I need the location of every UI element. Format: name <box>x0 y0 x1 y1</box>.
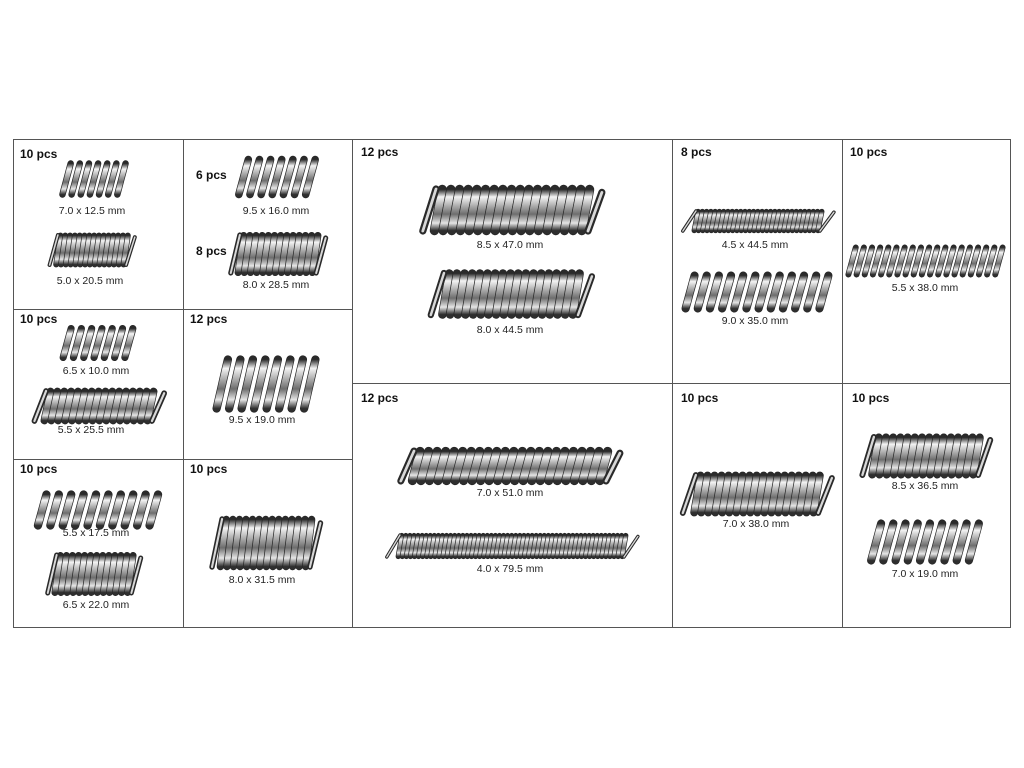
spring-coils <box>867 519 983 565</box>
spring-dimensions: 8.0 x 28.5 mm <box>242 279 310 291</box>
spring-dimensions: 8.5 x 36.5 mm <box>891 480 959 492</box>
compression-spring-icon <box>212 355 320 413</box>
quantity-label: 12 pcs <box>361 145 399 159</box>
spring-dimensions: 9.0 x 35.0 mm <box>721 315 789 327</box>
spring-dimensions: 4.5 x 44.5 mm <box>721 239 789 251</box>
spring-dimensions: 8.0 x 44.5 mm <box>476 324 544 336</box>
spring-coils <box>40 387 158 425</box>
spring-coils <box>216 515 316 571</box>
spring-coils <box>690 471 824 517</box>
compression-spring-icon <box>59 160 129 198</box>
assortment-cell <box>672 139 843 384</box>
tension-spring-icon <box>47 232 137 268</box>
tension-spring-icon <box>419 184 606 236</box>
quantity-label: 8 pcs <box>196 244 227 258</box>
spring-coils <box>868 433 984 479</box>
quantity-label: 12 pcs <box>190 312 228 326</box>
spring-coils <box>235 155 319 199</box>
quantity-label: 10 pcs <box>850 145 888 159</box>
quantity-label: 10 pcs <box>681 391 719 405</box>
spring-dimensions: 6.5 x 22.0 mm <box>62 599 130 611</box>
spring-dimensions: 6.5 x 10.0 mm <box>62 365 130 377</box>
spring-coils <box>845 244 1006 278</box>
spring-dimensions: 5.5 x 17.5 mm <box>62 527 130 539</box>
spring-coils <box>681 271 833 313</box>
compression-spring-icon <box>235 155 319 199</box>
spring-dimensions: 7.0 x 51.0 mm <box>476 487 544 499</box>
spring-coils <box>59 324 137 362</box>
spring-dimensions: 5.5 x 38.0 mm <box>891 282 959 294</box>
tension-spring-icon <box>209 515 324 571</box>
tension-spring-icon <box>859 433 994 479</box>
quantity-label: 10 pcs <box>20 147 58 161</box>
quantity-label: 10 pcs <box>20 462 58 476</box>
compression-spring-icon <box>681 271 833 313</box>
compression-spring-icon <box>867 519 983 565</box>
quantity-label: 12 pcs <box>361 391 399 405</box>
assortment-cell <box>842 383 1011 628</box>
spring-dimensions: 7.0 x 12.5 mm <box>58 205 126 217</box>
quantity-label: 10 pcs <box>852 391 890 405</box>
spring-dimensions: 8.0 x 31.5 mm <box>228 574 296 586</box>
spring-coils <box>33 490 163 530</box>
spring-dimensions: 7.0 x 19.0 mm <box>891 568 959 580</box>
tension-spring-icon <box>679 471 835 517</box>
spring-coils <box>407 446 613 486</box>
compression-spring-icon <box>33 490 163 530</box>
spring-dimensions: 8.5 x 47.0 mm <box>476 239 544 251</box>
spring-dimensions: 4.0 x 79.5 mm <box>476 563 544 575</box>
spring-dimensions: 5.0 x 20.5 mm <box>56 275 124 287</box>
tension-spring-icon <box>397 446 624 486</box>
spring-coils <box>51 552 137 596</box>
spring-coils <box>429 184 595 236</box>
spring-coils <box>234 231 322 277</box>
tension-spring-icon <box>31 387 168 425</box>
assortment-cell <box>352 383 673 628</box>
assortment-cell <box>13 459 184 628</box>
quantity-label: 6 pcs <box>196 168 227 182</box>
tension-spring-icon <box>385 532 640 560</box>
spring-coils <box>53 232 131 268</box>
spring-dimensions: 7.0 x 38.0 mm <box>722 518 790 530</box>
spring-coils <box>395 532 629 560</box>
spring-coils <box>212 355 320 413</box>
spring-coils <box>438 269 584 319</box>
tension-spring-icon <box>427 269 596 319</box>
assortment-cell <box>352 139 673 384</box>
compression-spring-icon <box>59 324 137 362</box>
quantity-label: 10 pcs <box>190 462 228 476</box>
spring-dimensions: 5.5 x 25.5 mm <box>57 424 125 436</box>
spring-coils <box>59 160 129 198</box>
spring-coils <box>691 208 825 234</box>
tension-spring-icon <box>45 552 144 596</box>
spring-dimensions: 9.5 x 19.0 mm <box>228 414 296 426</box>
tension-spring-icon <box>228 231 329 277</box>
quantity-label: 8 pcs <box>681 145 712 159</box>
spring-dimensions: 9.5 x 16.0 mm <box>242 205 310 217</box>
compression-spring-icon <box>845 244 1006 278</box>
tension-spring-icon <box>681 208 836 234</box>
quantity-label: 10 pcs <box>20 312 58 326</box>
